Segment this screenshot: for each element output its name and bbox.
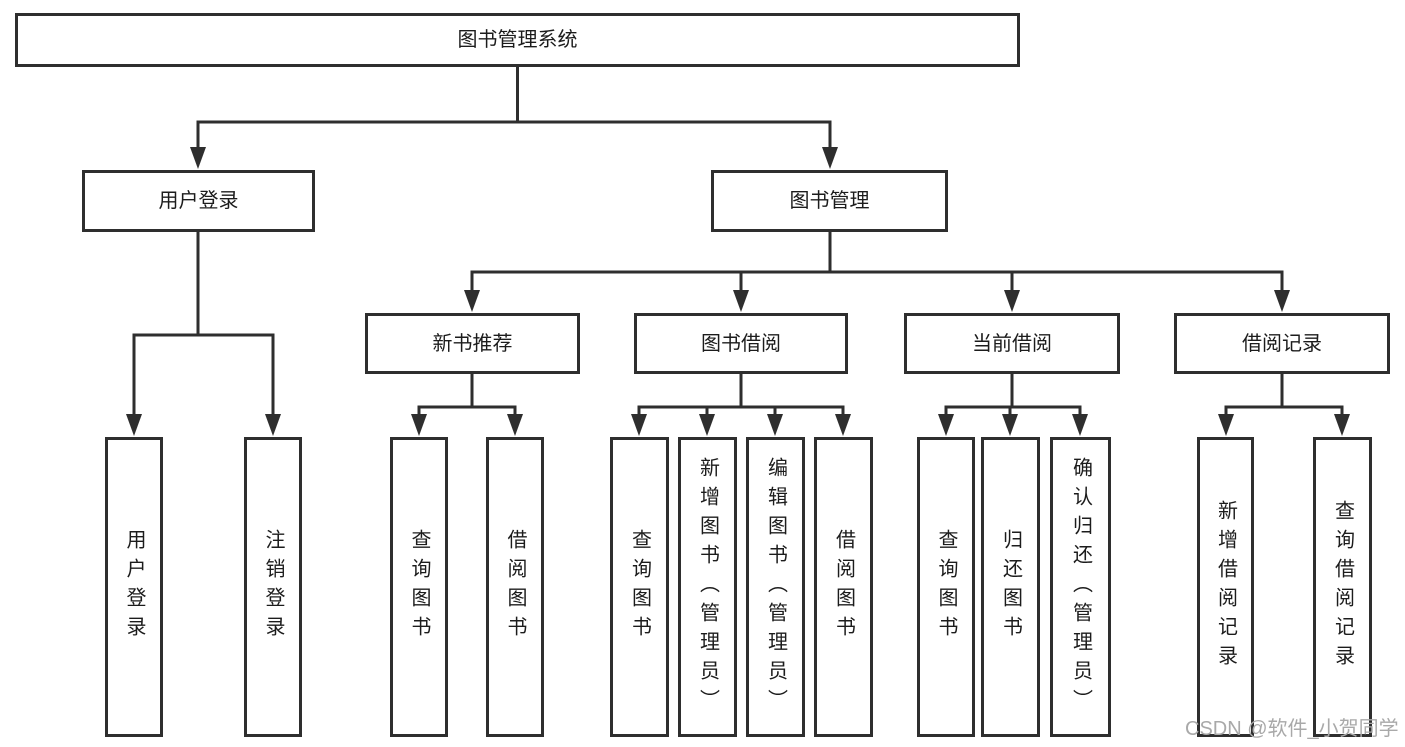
arrowhead-icon bbox=[835, 414, 851, 436]
leaf-bb-edit-book-label: 编辑图书（管理员） bbox=[764, 456, 787, 718]
leaf-user-login: 用户登录 bbox=[105, 437, 163, 737]
connector-bookmgmt-to-level3 bbox=[470, 232, 1284, 296]
arrowhead-icon bbox=[631, 414, 647, 436]
watermark: CSDN @软件_小贺同学 bbox=[1185, 718, 1399, 740]
node-book-mgmt: 图书管理 bbox=[711, 170, 948, 232]
connector-bookborrow-to-leaves bbox=[637, 374, 845, 420]
node-book-borrow-label: 图书借阅 bbox=[701, 332, 781, 355]
node-current-borrow: 当前借阅 bbox=[904, 313, 1120, 374]
connector-paths bbox=[132, 67, 1344, 420]
connector-root-to-level2 bbox=[196, 67, 832, 152]
leaf-cb-return-book: 归还图书 bbox=[981, 437, 1040, 737]
node-user-login: 用户登录 bbox=[82, 170, 315, 232]
arrowhead-icon bbox=[1218, 414, 1234, 436]
leaf-bb-query-book: 查询图书 bbox=[610, 437, 669, 737]
arrowhead-icon bbox=[1274, 290, 1290, 312]
leaf-bb-borrow-book: 借阅图书 bbox=[814, 437, 873, 737]
arrowhead-icon bbox=[938, 414, 954, 436]
node-current-borrow-label: 当前借阅 bbox=[972, 332, 1052, 355]
arrowhead-icon bbox=[411, 414, 427, 436]
connector-newbookrec-to-leaves bbox=[417, 374, 517, 420]
node-new-book-rec: 新书推荐 bbox=[365, 313, 580, 374]
leaf-cb-query-book: 查询图书 bbox=[917, 437, 975, 737]
leaf-nbr-query-book-label: 查询图书 bbox=[408, 529, 430, 645]
leaf-bb-edit-book: 编辑图书（管理员） bbox=[746, 437, 805, 737]
leaf-nbr-query-book: 查询图书 bbox=[390, 437, 448, 737]
node-book-mgmt-label: 图书管理 bbox=[789, 190, 870, 212]
leaf-bb-borrow-book-label: 借阅图书 bbox=[832, 529, 855, 645]
arrowhead-icon bbox=[767, 414, 783, 436]
node-book-borrow: 图书借阅 bbox=[634, 313, 848, 374]
leaf-cb-confirm-return: 确认归还（管理员） bbox=[1050, 437, 1111, 737]
arrowhead-icon bbox=[699, 414, 715, 436]
arrowhead-icon bbox=[1002, 414, 1018, 436]
leaf-br-add-record-label: 新增借阅记录 bbox=[1214, 500, 1237, 674]
leaf-cb-query-book-label: 查询图书 bbox=[935, 529, 957, 645]
leaf-bb-query-book-label: 查询图书 bbox=[628, 529, 651, 645]
leaf-br-query-record-label: 查询借阅记录 bbox=[1331, 500, 1354, 674]
arrowhead-icon bbox=[464, 290, 480, 312]
arrowhead-icon bbox=[1072, 414, 1088, 436]
leaf-br-add-record: 新增借阅记录 bbox=[1197, 437, 1254, 737]
leaf-logout-login-label: 注销登录 bbox=[262, 529, 284, 645]
node-borrow-record-label: 借阅记录 bbox=[1242, 332, 1322, 355]
connector-currentborrow-to-leaves bbox=[944, 374, 1082, 420]
leaf-bb-add-book-label: 新增图书（管理员） bbox=[696, 456, 719, 718]
arrowhead-icon bbox=[733, 290, 749, 312]
node-root: 图书管理系统 bbox=[15, 13, 1020, 67]
arrowhead-icon bbox=[265, 414, 281, 436]
arrowhead-icon bbox=[190, 147, 206, 169]
node-new-book-rec-label: 新书推荐 bbox=[432, 332, 513, 355]
node-root-label: 图书管理系统 bbox=[457, 29, 578, 51]
connector-userlogin-to-leaves bbox=[132, 232, 275, 420]
leaf-cb-confirm-return-label: 确认归还（管理员） bbox=[1069, 456, 1092, 718]
leaf-br-query-record: 查询借阅记录 bbox=[1313, 437, 1372, 737]
arrowhead-icon bbox=[126, 414, 142, 436]
node-user-login-label: 用户登录 bbox=[158, 190, 239, 212]
leaf-user-login-label: 用户登录 bbox=[123, 529, 145, 645]
leaf-cb-return-book-label: 归还图书 bbox=[999, 529, 1022, 645]
node-borrow-record: 借阅记录 bbox=[1174, 313, 1390, 374]
connector-borrowrecord-to-leaves bbox=[1224, 374, 1344, 420]
leaf-logout-login: 注销登录 bbox=[244, 437, 302, 737]
leaf-bb-add-book: 新增图书（管理员） bbox=[678, 437, 737, 737]
leaf-nbr-borrow-book-label: 借阅图书 bbox=[504, 529, 526, 645]
arrowhead-icon bbox=[507, 414, 523, 436]
arrowhead-icon bbox=[822, 147, 838, 169]
leaf-nbr-borrow-book: 借阅图书 bbox=[486, 437, 544, 737]
arrowhead-icon bbox=[1004, 290, 1020, 312]
arrowhead-icon bbox=[1334, 414, 1350, 436]
arrowheads bbox=[126, 147, 1350, 436]
